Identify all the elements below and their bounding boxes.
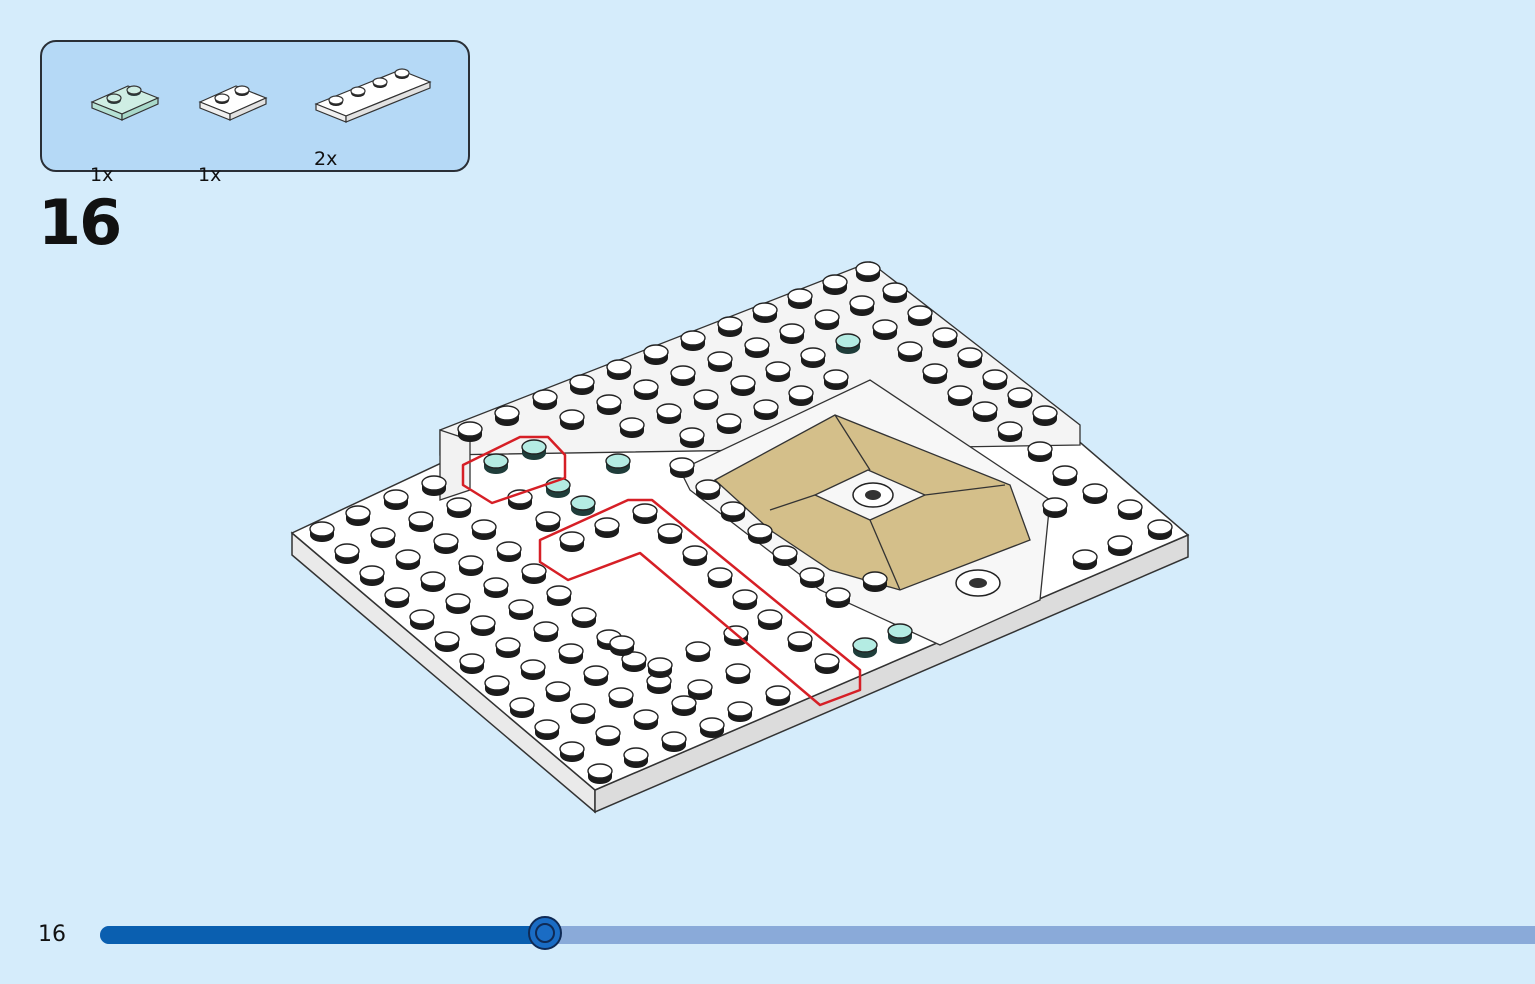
part-quantity: 2x <box>314 148 338 170</box>
plate-1x2-icon <box>198 85 268 121</box>
progress-fill <box>100 926 545 944</box>
part-quantity: 1x <box>90 164 114 186</box>
part-plate-1x2-trans: 1x <box>90 80 160 185</box>
plate-1x2-icon <box>90 85 160 121</box>
progress-knob[interactable] <box>527 916 562 950</box>
page-number: 16 <box>38 922 66 947</box>
part-plate-1x2-white: 1x <box>198 80 268 185</box>
part-quantity: 1x <box>198 164 222 186</box>
step-number: 16 <box>38 186 122 259</box>
plate-1x4-icon <box>314 68 432 123</box>
parts-callout: 1x 1x 2x <box>40 40 470 185</box>
courtyard <box>679 379 1051 646</box>
progress-bar <box>100 916 1535 950</box>
highlight-outlines <box>461 435 862 707</box>
part-plate-1x4-white: 2x <box>314 64 432 169</box>
